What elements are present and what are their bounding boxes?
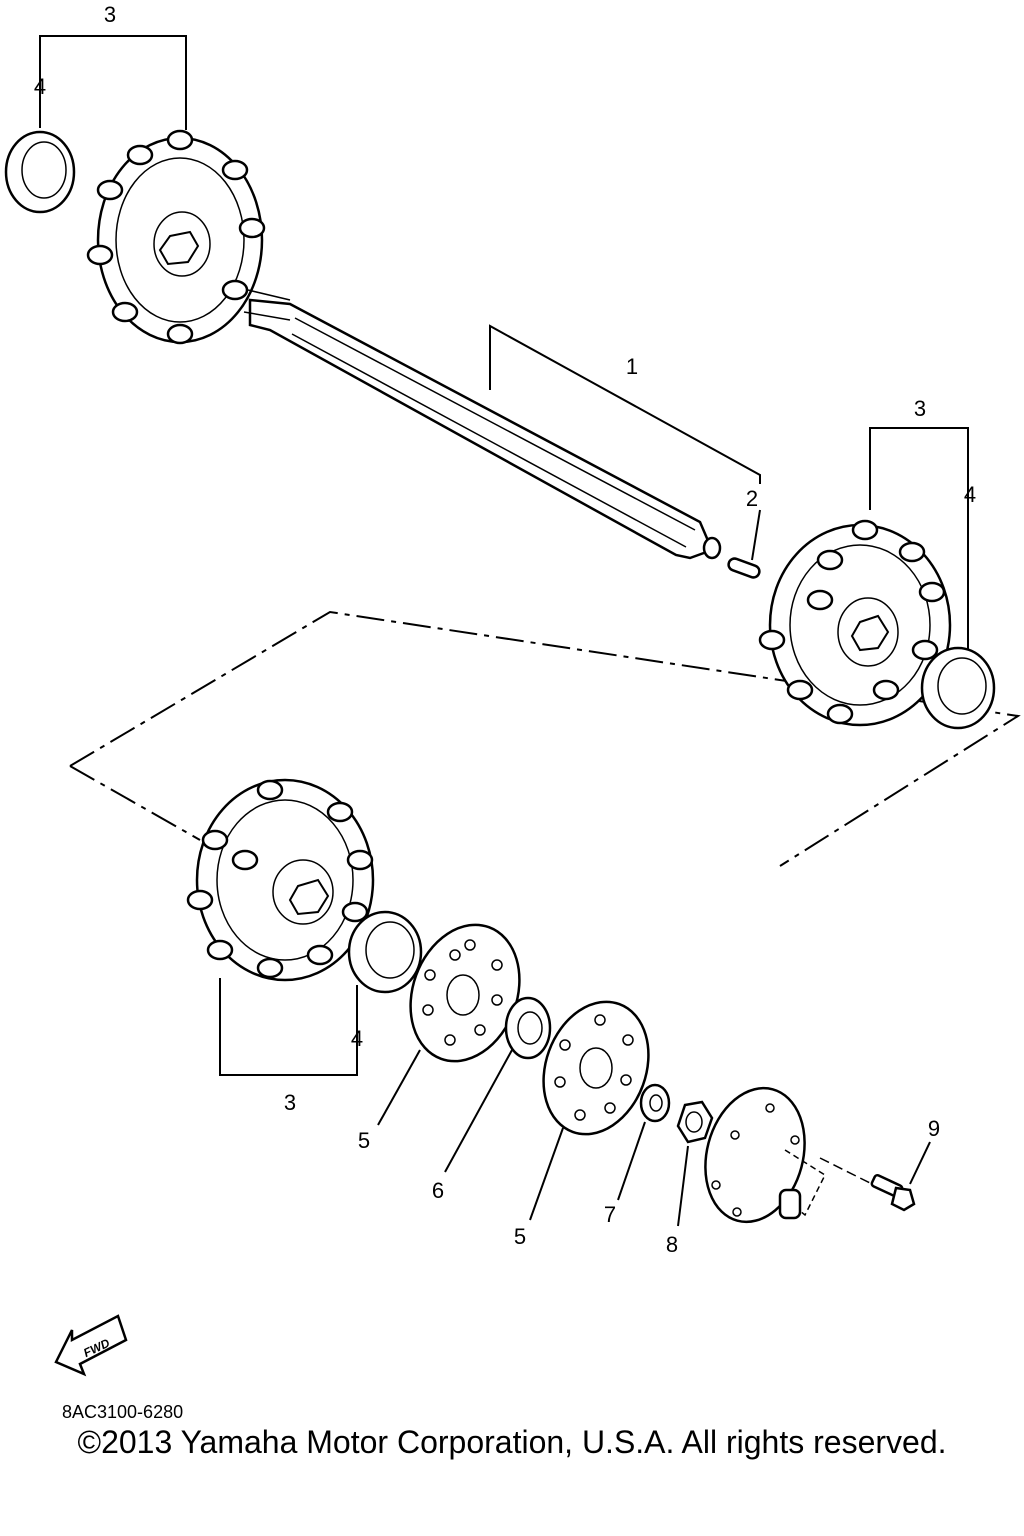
callout-labels: 3 4 1 2 3 4 4 3 5 6 5 7 8 9 [34, 2, 976, 1257]
bushing-lower [347, 910, 423, 994]
plate-right [542, 1000, 650, 1136]
callout-2: 2 [746, 486, 758, 511]
callout-3-bottom: 3 [284, 1090, 296, 1115]
callout-7: 7 [604, 1202, 616, 1227]
sprocket-top-left [86, 129, 266, 345]
drive-shaft [243, 289, 722, 560]
hub [704, 1086, 826, 1224]
callout-4-right: 4 [964, 482, 976, 507]
bushing-top-left [4, 130, 76, 214]
copyright-notice: ©2013 Yamaha Motor Corporation, U.S.A. A… [77, 1424, 947, 1460]
assembly-outline [69, 610, 1021, 867]
part-code: 8AC3100-6280 [62, 1402, 183, 1422]
callout-5-left: 5 [358, 1128, 370, 1153]
nut [676, 1100, 714, 1144]
callout-3-right: 3 [914, 396, 926, 421]
callout-3-top: 3 [104, 2, 116, 27]
callout-6: 6 [432, 1178, 444, 1203]
callout-4-top: 4 [34, 74, 46, 99]
callout-8: 8 [666, 1232, 678, 1257]
callout-1: 1 [626, 354, 638, 379]
callout-5-right: 5 [514, 1224, 526, 1249]
shaft-pin [727, 557, 761, 579]
sprocket-lower [186, 778, 375, 982]
bolt [819, 1157, 916, 1212]
bushing-right [920, 646, 996, 730]
bearing [504, 996, 552, 1060]
callout-4-bottom: 4 [351, 1026, 363, 1051]
fwd-arrow-icon: FWD [54, 1314, 128, 1377]
callout-9: 9 [928, 1116, 940, 1141]
washer [639, 1083, 671, 1123]
callout-leaders [39, 35, 969, 1227]
sprocket-right [758, 519, 952, 727]
